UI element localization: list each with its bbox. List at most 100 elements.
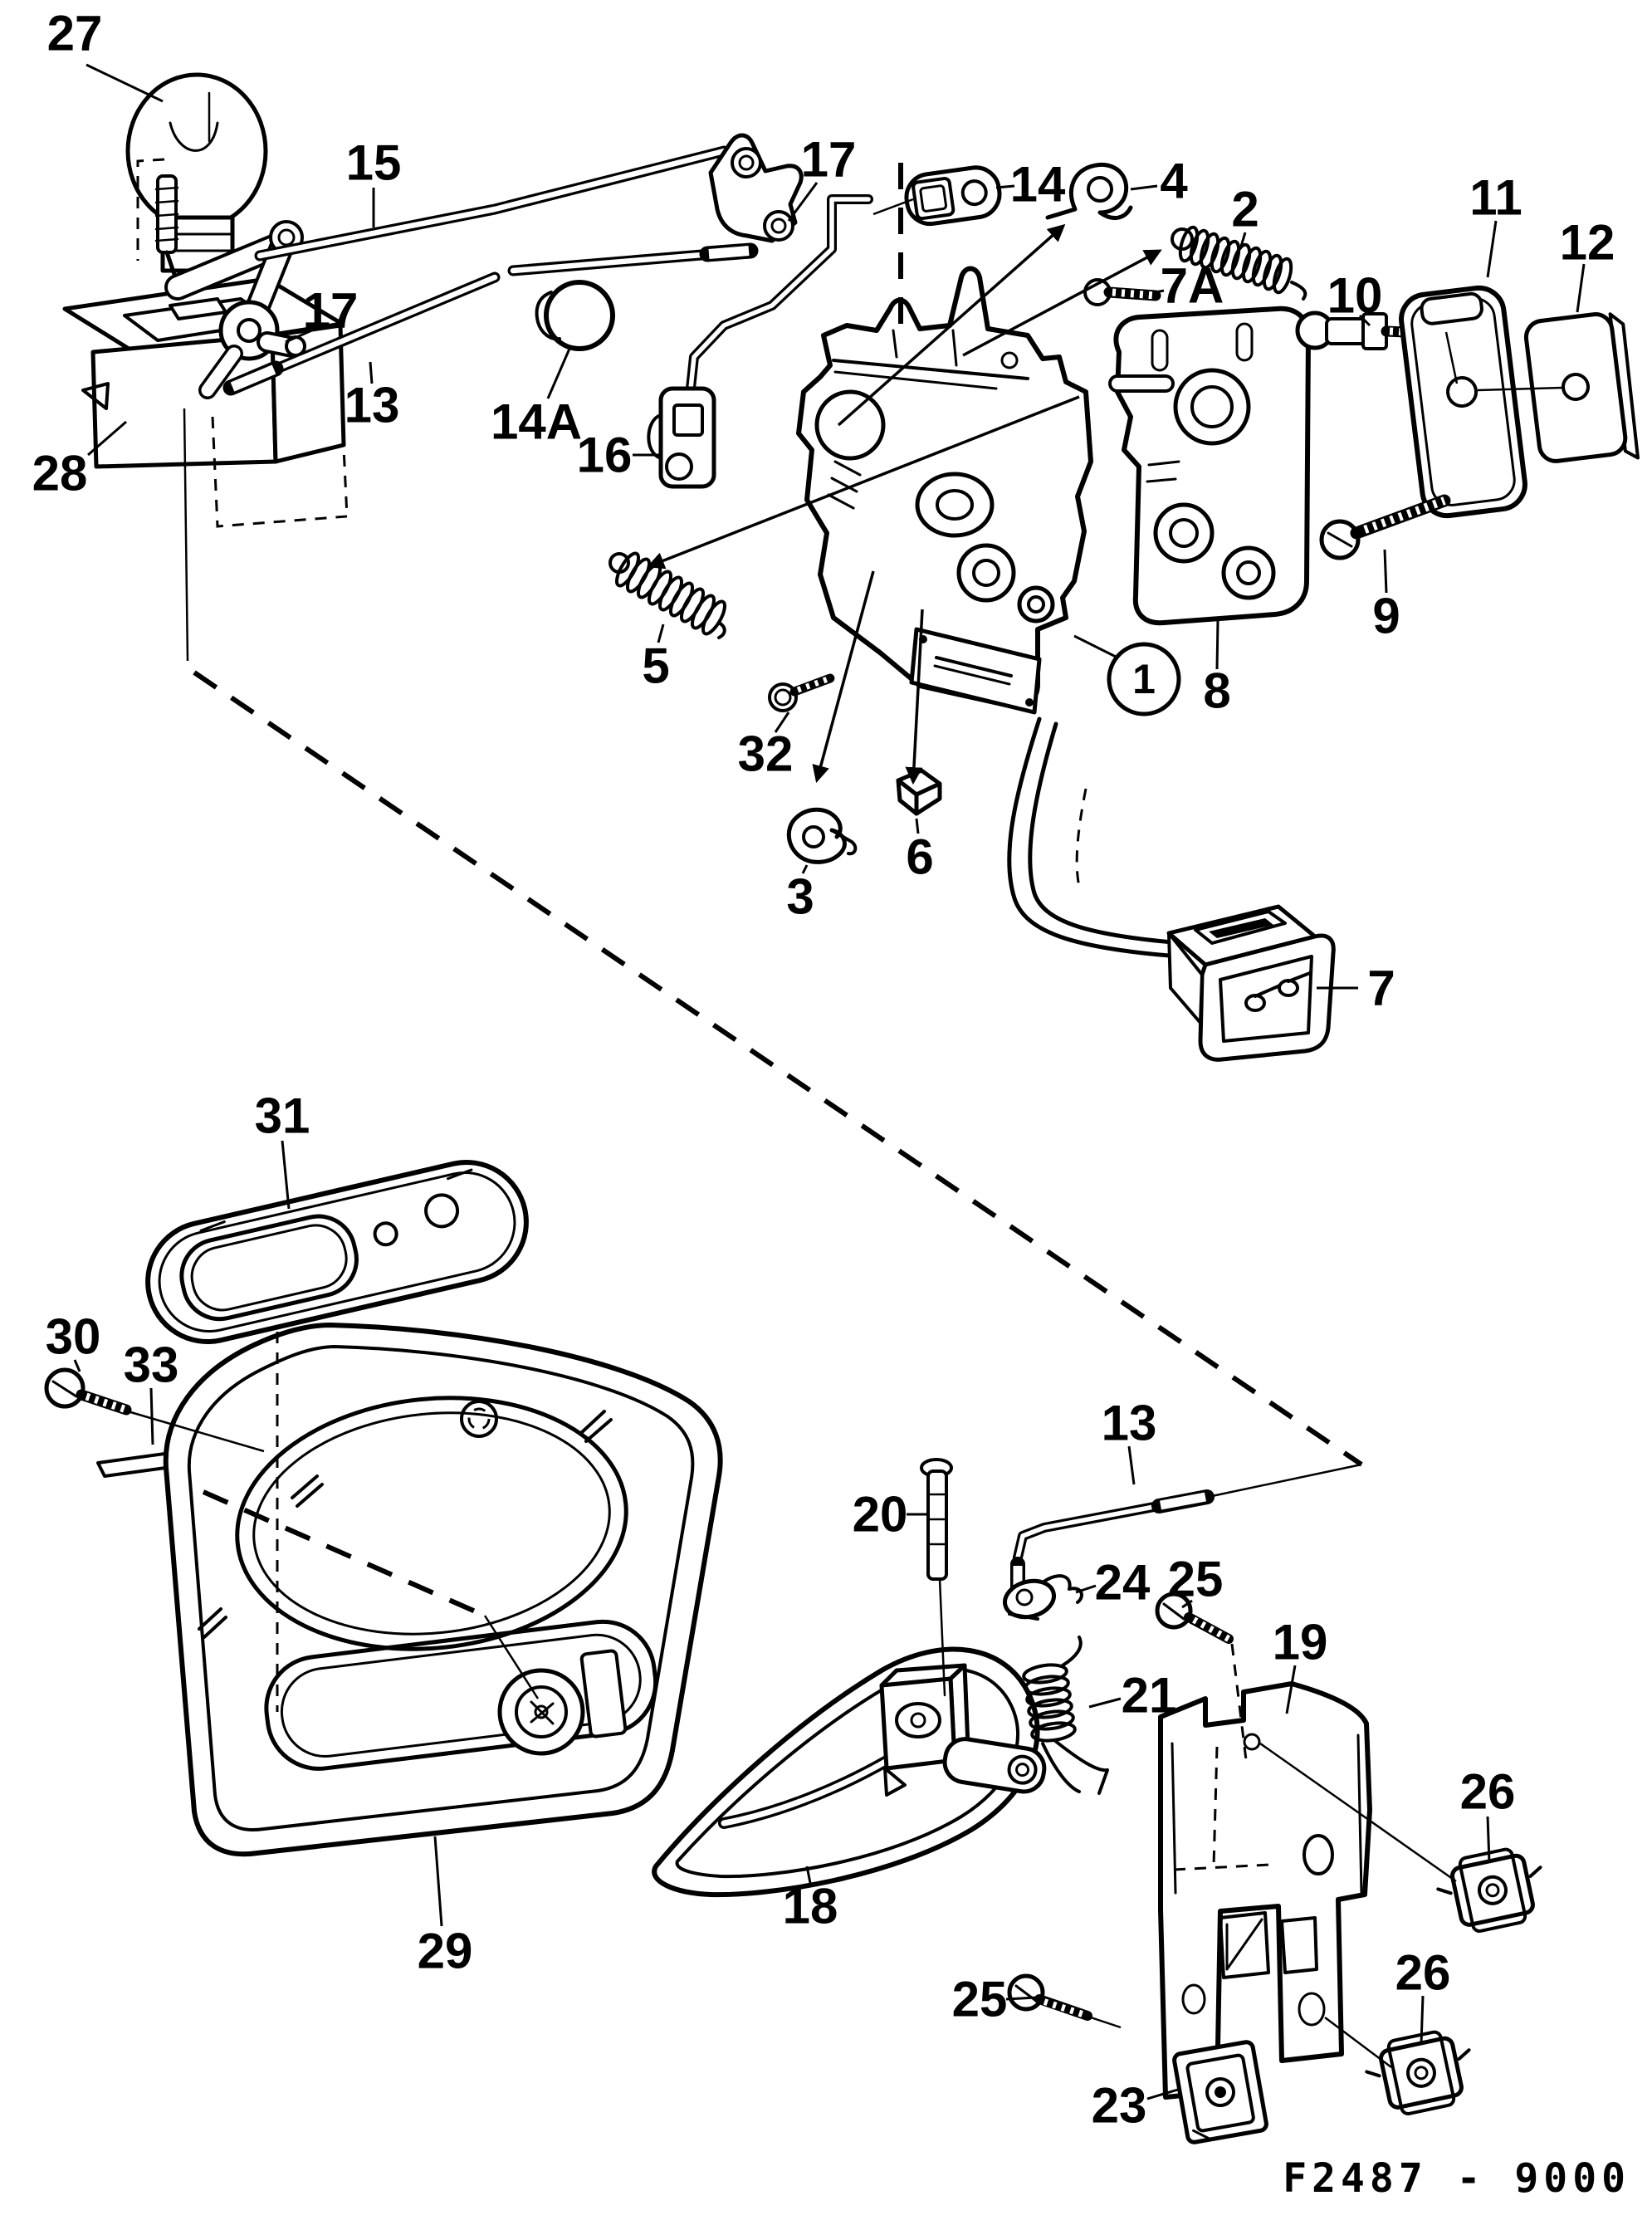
part-number-10: 10 (1327, 268, 1383, 324)
leader-line (285, 327, 316, 344)
rod-clip-24 (1003, 1574, 1083, 1621)
callout-30: 30 (46, 1309, 100, 1372)
callout-27: 27 (47, 6, 164, 103)
callout-6: 6 (906, 818, 934, 885)
part-number-13: 13 (1102, 1396, 1157, 1451)
leader-line (657, 623, 665, 643)
leader-line (1088, 1697, 1122, 1709)
part-number-15: 15 (346, 135, 402, 191)
part-number-26: 26 (1395, 1945, 1451, 2001)
callout-26a: 26 (1460, 1764, 1516, 1864)
cage-nut-plate-23 (1172, 2040, 1268, 2144)
leader-line (1075, 1584, 1097, 1594)
cable-connector-7 (1007, 716, 1336, 1062)
leader-line (73, 1359, 81, 1372)
leader-line (433, 1836, 443, 1927)
lock-knob-rod-15 (254, 145, 730, 262)
part-number-2: 2 (1231, 182, 1259, 237)
callout-2: 2 (1231, 182, 1259, 250)
pointer-arrow (905, 609, 924, 785)
guide-line (483, 1615, 540, 1699)
callout-8: 8 (1203, 620, 1231, 719)
leader-line (1285, 1665, 1297, 1714)
pointer-arrow (962, 249, 1162, 357)
leader-line (149, 1387, 154, 1445)
leader-line (1181, 1599, 1193, 1609)
guide-line (1211, 1463, 1362, 1498)
part-number-25: 25 (952, 1972, 1008, 2027)
part-number-7: 7 (1367, 961, 1395, 1016)
tension-spring-5 (609, 551, 726, 639)
part-number-18: 18 (783, 1879, 838, 1934)
callout-33: 33 (124, 1337, 178, 1445)
part-number-13: 13 (345, 378, 400, 433)
spring-clip-4 (1045, 163, 1133, 221)
callout-29: 29 (418, 1836, 473, 1979)
handle-bracket-cover-19 (1158, 1681, 1372, 2100)
guide-line (127, 1410, 265, 1453)
leader-line (1130, 184, 1158, 191)
figure-code: F2487 - 9000 (1283, 2155, 1630, 2202)
part-number-6: 6 (906, 829, 933, 885)
leader-line (915, 818, 920, 834)
part-number-20: 20 (853, 1487, 908, 1543)
escutcheon-panel-29 (163, 1323, 723, 1857)
leader-line (281, 1140, 291, 1210)
lock-backplate-8 (1108, 306, 1311, 626)
leader-line (1239, 232, 1247, 250)
part-number-23: 23 (1092, 2078, 1147, 2134)
part-number-21: 21 (1122, 1668, 1177, 1724)
interior-handle-18 (652, 1646, 1047, 1898)
callout-7A: 7A (1155, 258, 1224, 314)
callout-7: 7 (1317, 961, 1395, 1016)
part-number-4: 4 (1160, 154, 1188, 209)
door-lock-1 (796, 266, 1093, 715)
callout-31: 31 (255, 1088, 310, 1210)
part-number-31: 31 (255, 1088, 310, 1144)
callout-12: 12 (1560, 215, 1615, 313)
cage-nut-26-upper (1436, 1847, 1542, 1933)
screw-9 (1319, 494, 1451, 560)
spacer-block-6 (896, 768, 942, 816)
screw-25-upper (1155, 1592, 1234, 1644)
guide-line (211, 416, 348, 528)
screw-25-lower (1007, 1973, 1092, 2021)
guide-line (202, 1489, 486, 1618)
threaded-stud (154, 174, 182, 291)
part-number-26: 26 (1460, 1764, 1516, 1820)
leader-line (995, 184, 1015, 189)
handle-bezel-31 (145, 1160, 529, 1344)
part-number-29: 29 (418, 1924, 473, 1979)
leader-line (1146, 2087, 1181, 2100)
tension-spring-2 (1171, 225, 1307, 301)
callout-9: 9 (1372, 549, 1400, 644)
part-number-12: 12 (1560, 215, 1615, 271)
leader-line (1420, 1995, 1425, 2045)
leader-line (1127, 1445, 1136, 1485)
callout-26b: 26 (1395, 1945, 1451, 2045)
callout-28: 28 (32, 420, 127, 501)
callout-circle (1107, 642, 1181, 716)
pointer-arrow (812, 570, 875, 784)
cage-nut-26-lower (1365, 2030, 1471, 2115)
part-number-32: 32 (738, 726, 794, 782)
parts-artwork (44, 72, 1640, 2144)
callout-16: 16 (577, 428, 662, 483)
part-number-27: 27 (47, 6, 103, 61)
callout-1: 1 (1073, 634, 1181, 716)
leader-line (1358, 314, 1371, 327)
torsion-spring-21 (1022, 1636, 1109, 1795)
spring-clip-3 (786, 807, 858, 864)
callout-25a: 25 (1168, 1552, 1223, 1609)
guide-line (183, 408, 189, 662)
leader-line (87, 420, 127, 457)
leader-line (369, 361, 374, 384)
leader-line (1576, 263, 1586, 313)
part-number-1: 1 (1132, 656, 1156, 702)
part-number-9: 9 (1372, 589, 1400, 644)
screw-30 (44, 1367, 132, 1416)
callout-14: 14 (995, 157, 1066, 213)
rivet-screw-32 (768, 673, 835, 712)
part-number-17: 17 (303, 283, 359, 339)
